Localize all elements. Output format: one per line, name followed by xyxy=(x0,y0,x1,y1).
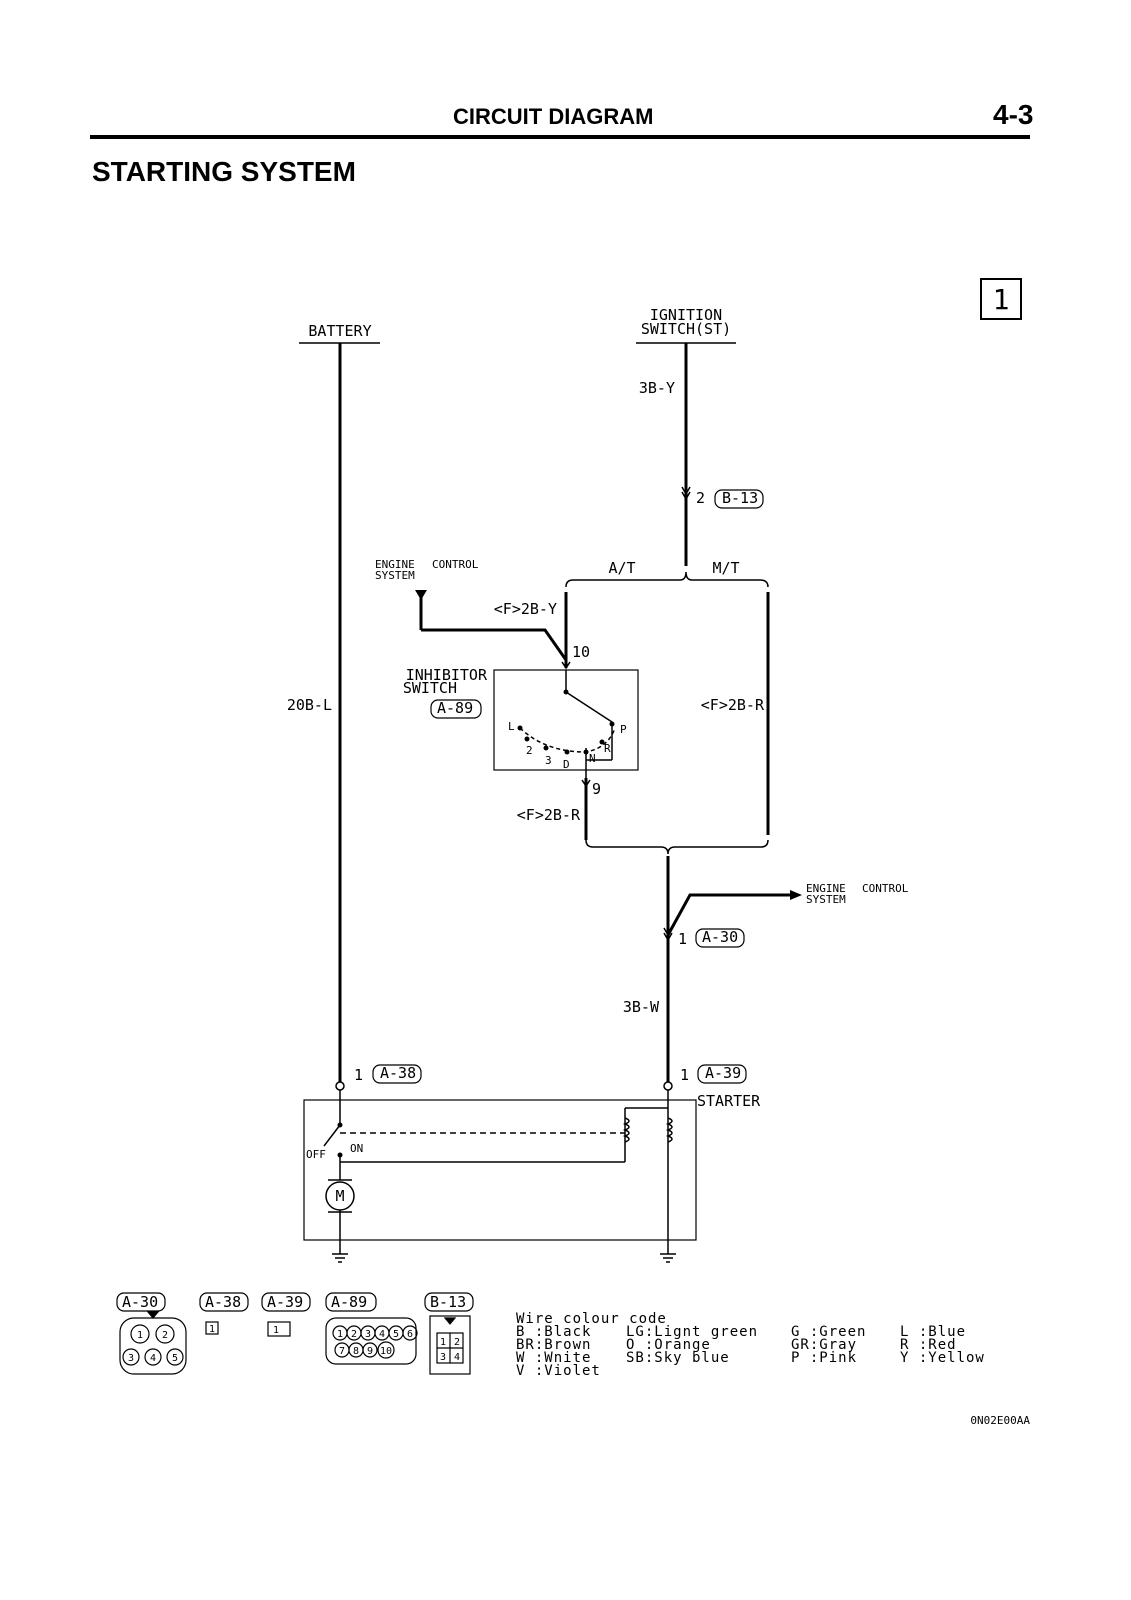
pin10-label: 10 xyxy=(572,643,590,661)
mt-label: M/T xyxy=(712,559,739,577)
wire-label-f2br-right: <F>2B-R xyxy=(701,696,765,714)
sheet-index-box xyxy=(980,278,1022,320)
connector-label-a38: A-38 xyxy=(380,1064,416,1082)
legend-connector-b13: B-13 xyxy=(430,1293,466,1311)
pin: 5 xyxy=(172,1353,178,1364)
pin: 4 xyxy=(454,1352,460,1363)
pin: 4 xyxy=(379,1329,385,1340)
pos-l: L xyxy=(508,720,515,733)
legend-entry: V :Violet xyxy=(516,1363,601,1379)
pos-2: 2 xyxy=(526,744,533,757)
pin: 1 xyxy=(440,1337,446,1348)
ecs-top-control: CONTROL xyxy=(432,558,479,571)
pin: 2 xyxy=(162,1330,168,1341)
pin: 4 xyxy=(150,1353,156,1364)
wire-label-ign: 3B-Y xyxy=(639,379,675,397)
legend-entry: B :Black xyxy=(516,1324,591,1340)
page-number: 4-3 xyxy=(993,99,1034,130)
starter-box xyxy=(303,1099,697,1241)
pos-d: D xyxy=(563,758,570,771)
page-title: STARTING SYSTEM xyxy=(92,156,356,187)
pin: 10 xyxy=(380,1346,392,1357)
pos-p: P xyxy=(620,723,627,736)
pin: 8 xyxy=(353,1346,359,1357)
pin: 7 xyxy=(339,1346,345,1357)
ecs-right-control: CONTROL xyxy=(862,882,909,895)
pin: 3 xyxy=(128,1353,134,1364)
pos-3: 3 xyxy=(545,754,552,767)
motor-label: M xyxy=(335,1187,344,1205)
pin-label: 1 xyxy=(678,930,687,948)
wire-label-3bw: 3B-W xyxy=(623,998,660,1016)
pin-label: 1 xyxy=(680,1066,689,1084)
pin: 1 xyxy=(337,1329,343,1340)
wire-label-f2br-left: <F>2B-R xyxy=(517,806,581,824)
connector-label-a89: A-89 xyxy=(437,699,473,717)
ecs-top-line2: SYSTEM xyxy=(375,569,415,582)
pin: 1 xyxy=(209,1324,215,1335)
ignition-label-line2: SWITCH(ST) xyxy=(641,320,731,338)
legend-entry: GR:Gray xyxy=(791,1337,857,1353)
legend-entry: LG:Lignt green xyxy=(626,1324,758,1340)
wire-colour-legend: Wire colour code B :Black BR:Brown W :Wn… xyxy=(516,1311,985,1379)
ecs-right-line2: SYSTEM xyxy=(806,893,846,906)
pin: 6 xyxy=(407,1329,413,1340)
legend-entry: Y :Yellow xyxy=(900,1350,985,1366)
pin: 2 xyxy=(351,1329,357,1340)
starter-label: STARTER xyxy=(697,1092,761,1110)
legend-entry: R :Red xyxy=(900,1337,957,1353)
pin: 2 xyxy=(454,1337,460,1348)
legend-connector-a30: A-30 xyxy=(122,1293,158,1311)
legend-entry: SB:Sky blue xyxy=(626,1350,730,1366)
pin-label: 2 xyxy=(696,489,705,507)
inhibitor-label-line1: INHIBITOR xyxy=(406,666,488,684)
figure-code: 0N02E00AA xyxy=(970,1414,1030,1427)
pin: 3 xyxy=(365,1329,371,1340)
pos-n: N xyxy=(589,752,596,765)
connector-label-b13: B-13 xyxy=(722,489,758,507)
pin: 1 xyxy=(137,1330,143,1341)
legend-entry: BR:Brown xyxy=(516,1337,591,1353)
pin: 3 xyxy=(440,1352,446,1363)
off-label: OFF xyxy=(306,1148,326,1161)
legend-title: Wire colour code xyxy=(516,1311,667,1327)
legend-entry: G :Green xyxy=(791,1324,866,1340)
ecs-right-line1: ENGINE xyxy=(806,882,846,895)
pin9-label: 9 xyxy=(592,780,601,798)
legend-connector-a39: A-39 xyxy=(267,1293,303,1311)
legend-connector-a89: A-89 xyxy=(331,1293,367,1311)
pin-label: 1 xyxy=(354,1066,363,1084)
legend-entry: W :Wnite xyxy=(516,1350,591,1366)
on-label: ON xyxy=(350,1142,363,1155)
legend-entry: O :Orange xyxy=(626,1337,711,1353)
pin: 5 xyxy=(393,1329,399,1340)
at-label: A/T xyxy=(608,559,635,577)
sheet-index: 1 xyxy=(993,283,1010,316)
pin: 9 xyxy=(367,1346,373,1357)
ecs-top-line1: ENGINE xyxy=(375,558,415,571)
legend-connector-a38: A-38 xyxy=(205,1293,241,1311)
battery-label: BATTERY xyxy=(308,322,371,340)
legend-entry: P :Pink xyxy=(791,1350,857,1366)
pos-r: R xyxy=(604,742,611,755)
header-rule xyxy=(90,135,1030,139)
wire-label-f2by: <F>2B-Y xyxy=(494,600,557,618)
wire-label-battery: 20B-L xyxy=(287,696,332,714)
section-title: CIRCUIT DIAGRAM xyxy=(453,104,654,129)
ignition-label-line1: IGNITION xyxy=(650,306,722,324)
legend-entry: L :Blue xyxy=(900,1324,966,1340)
pin: 1 xyxy=(273,1325,279,1336)
connector-legend: A-30 A-38 A-39 A-89 B-13 1 2 3 4 5 1 1 1… xyxy=(122,1293,466,1364)
connector-label-a30: A-30 xyxy=(702,928,738,946)
connector-label-a39: A-39 xyxy=(705,1064,741,1082)
inhibitor-label-line2: SWITCH xyxy=(403,679,457,697)
